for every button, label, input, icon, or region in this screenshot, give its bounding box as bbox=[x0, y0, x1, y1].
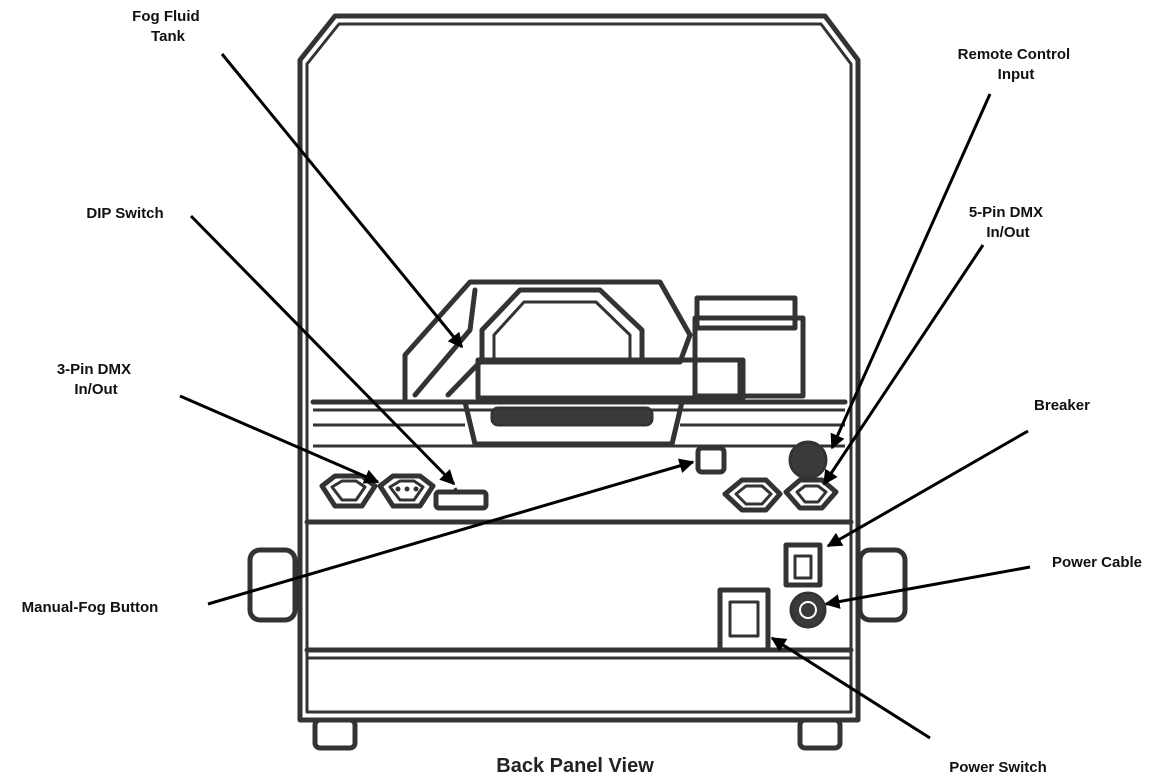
remote-control-socket bbox=[788, 440, 828, 480]
label-breaker: Breaker bbox=[1034, 397, 1090, 414]
power-switch-shape bbox=[717, 587, 771, 653]
leader-breaker bbox=[826, 429, 1029, 548]
five-pin-dmx-connectors bbox=[722, 477, 839, 513]
right-handle bbox=[857, 547, 908, 623]
label-fog-fluid-tank: Fog Fluid Tank bbox=[132, 8, 204, 45]
manual-fog-button-shape bbox=[695, 445, 727, 475]
label-manual-fog-button: Manual-Fog Button bbox=[22, 599, 159, 616]
label-three-pin-dmx: 3-Pin DMX In/Out bbox=[57, 361, 135, 398]
left-foot bbox=[312, 717, 358, 751]
label-remote-control-input: Remote Control Input bbox=[958, 46, 1075, 83]
lower-body bbox=[247, 542, 908, 751]
power-cable-inlet bbox=[789, 591, 827, 629]
leader-power-cable bbox=[824, 565, 1031, 609]
fluid-tank-handle bbox=[402, 279, 806, 403]
right-foot bbox=[797, 717, 843, 751]
left-handle bbox=[247, 547, 298, 623]
leader-dip-switch bbox=[189, 214, 456, 486]
breaker-shape bbox=[783, 542, 823, 588]
three-pin-dmx-connectors bbox=[319, 473, 436, 509]
leader-remote-control-input bbox=[830, 93, 992, 450]
leader-three-pin-dmx bbox=[179, 394, 380, 484]
dip-switch-block bbox=[433, 487, 489, 511]
connector-panel bbox=[304, 440, 854, 525]
panel-ledge bbox=[310, 399, 848, 448]
label-power-switch: Power Switch bbox=[949, 759, 1047, 776]
machine-housing bbox=[297, 13, 861, 723]
leader-lines bbox=[179, 53, 1031, 740]
label-five-pin-dmx: 5-Pin DMX In/Out bbox=[969, 204, 1047, 241]
label-power-cable: Power Cable bbox=[1052, 554, 1142, 571]
leader-power-switch bbox=[770, 636, 931, 740]
diagram-caption: Back Panel View bbox=[496, 755, 654, 777]
label-dip-switch: DIP Switch bbox=[86, 205, 163, 222]
leader-fog-fluid-tank bbox=[220, 53, 464, 349]
leader-five-pin-dmx bbox=[822, 244, 985, 486]
leader-manual-fog-button bbox=[207, 458, 695, 606]
